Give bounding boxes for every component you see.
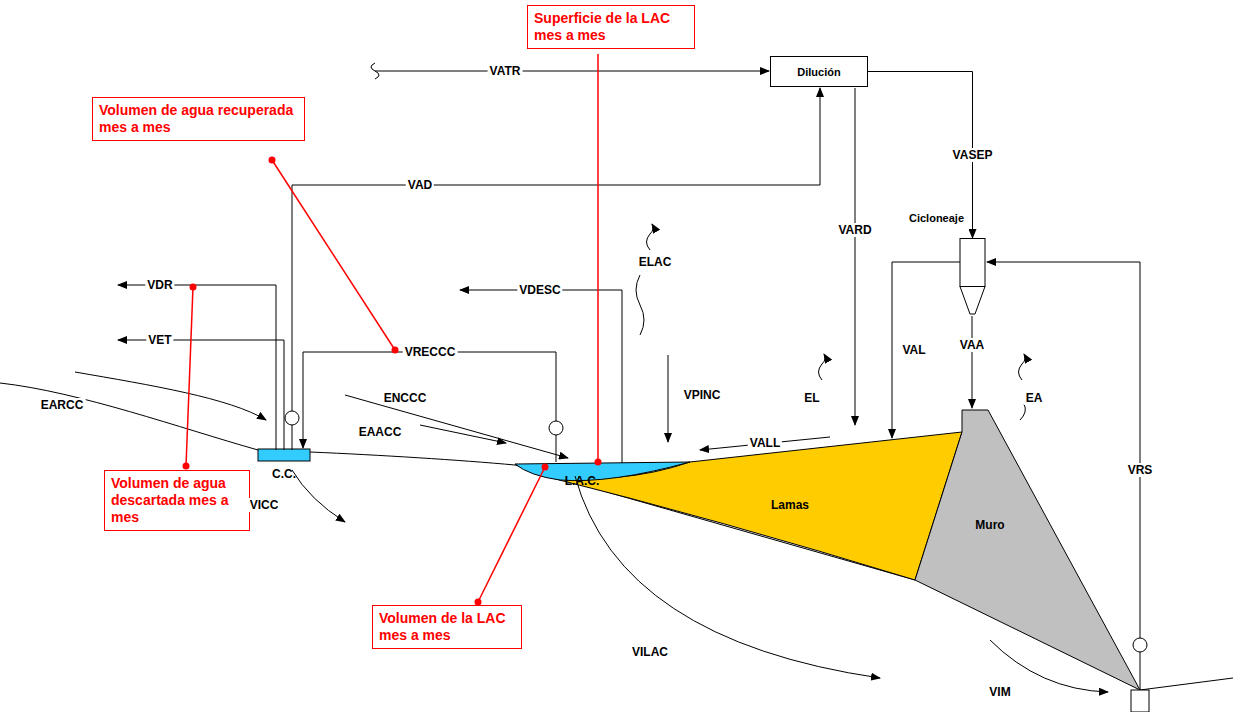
flow-label: VAA xyxy=(958,338,986,352)
drawing-path xyxy=(972,316,973,408)
flow-label: VDR xyxy=(145,278,174,292)
drawing-path xyxy=(987,262,1140,690)
callout-box: Volumen de agua recuperada mes a mes xyxy=(92,97,305,141)
drawing-circle xyxy=(549,421,563,435)
flow-label: EAACC xyxy=(357,425,404,439)
region-label: C.C. xyxy=(270,467,298,481)
drawing-path xyxy=(272,160,395,350)
flow-label: EA xyxy=(1024,391,1045,405)
terrain xyxy=(0,383,1233,690)
region-label: Muro xyxy=(973,518,1006,532)
drawing-path xyxy=(819,354,826,380)
cyclone-symbol xyxy=(930,238,1015,316)
cyclone-unit: Cicloneaje xyxy=(930,238,1015,316)
drawing-path xyxy=(75,372,266,420)
drawing-path xyxy=(375,71,769,72)
drawing-path xyxy=(118,285,276,450)
drawing-path xyxy=(478,467,545,602)
drawing-path xyxy=(540,432,962,580)
flow-label: EL xyxy=(802,391,821,405)
drawing-path xyxy=(855,88,856,425)
flow-label: VIM xyxy=(987,685,1012,699)
flow-label: VILAC xyxy=(630,645,670,659)
drawing-path xyxy=(371,63,379,79)
ponds-and-tailings xyxy=(258,410,1149,712)
drawing-path xyxy=(1020,404,1025,420)
drawing-path xyxy=(515,462,690,481)
drawing-path xyxy=(310,452,515,465)
flow-label: EARCC xyxy=(39,398,86,412)
drawing-circle xyxy=(285,411,299,425)
flow-label: VATR xyxy=(488,64,523,78)
drawing-path xyxy=(118,340,284,450)
node-text: Volumen de agua descartada mes a mes xyxy=(111,475,243,526)
flow-label: VDESC xyxy=(517,283,562,297)
drawing-path xyxy=(892,262,960,438)
node-text: Cicloneaje xyxy=(908,212,965,224)
flow-label: VICC xyxy=(248,498,281,512)
flow-label: VAL xyxy=(900,343,927,357)
flow-label: VRS xyxy=(1126,463,1155,477)
drawing-path xyxy=(186,287,193,466)
drawing-path xyxy=(597,54,599,462)
flow-label: VRECCC xyxy=(403,345,458,359)
drawing-circle xyxy=(1133,638,1147,652)
drawing-path xyxy=(647,224,654,250)
drawing-path xyxy=(420,425,506,443)
drawing-path xyxy=(303,352,556,462)
flow-label: VPINC xyxy=(682,388,723,402)
drawing-path xyxy=(0,383,258,450)
flow-label: VALL xyxy=(748,436,782,450)
drawing-path xyxy=(668,355,669,442)
drawing-path xyxy=(636,275,644,335)
callout-box: Superficie de la LAC mes a mes xyxy=(527,5,695,49)
flow-label: VAD xyxy=(406,178,434,192)
region-label: L.A.C. xyxy=(563,474,602,488)
drawing-path xyxy=(700,437,830,450)
drawing-rect xyxy=(1131,690,1149,712)
flow-label: VET xyxy=(146,333,173,347)
callout-box: Volumen de la LAC mes a mes xyxy=(372,605,522,649)
process-box: Dilución xyxy=(770,56,868,87)
node-text: Superficie de la LAC mes a mes xyxy=(534,10,688,44)
pumps xyxy=(285,411,1147,652)
flow-label: ENCCC xyxy=(382,391,429,405)
node-text: Volumen de agua recuperada mes a mes xyxy=(99,102,298,136)
flow-label: VASEP xyxy=(951,148,995,162)
drawing-path xyxy=(1019,354,1026,380)
flow-label: ELAC xyxy=(637,255,674,269)
cyclone-cone xyxy=(960,287,985,315)
drawing-rect xyxy=(258,449,310,461)
drawing-path xyxy=(575,476,880,678)
drawing-path xyxy=(345,395,568,458)
drawing-path xyxy=(1140,678,1233,690)
flow-label: VARD xyxy=(836,223,873,237)
node-text: Dilución xyxy=(797,66,840,78)
callout-box: Volumen de agua descartada mes a mes xyxy=(104,470,250,531)
node-text: Volumen de la LAC mes a mes xyxy=(379,610,515,644)
region-label: Lamas xyxy=(769,498,811,512)
drawing-path xyxy=(915,410,1140,690)
flow-lines xyxy=(75,63,1140,692)
drawing-path xyxy=(292,470,345,522)
cyclone-body xyxy=(960,239,985,287)
